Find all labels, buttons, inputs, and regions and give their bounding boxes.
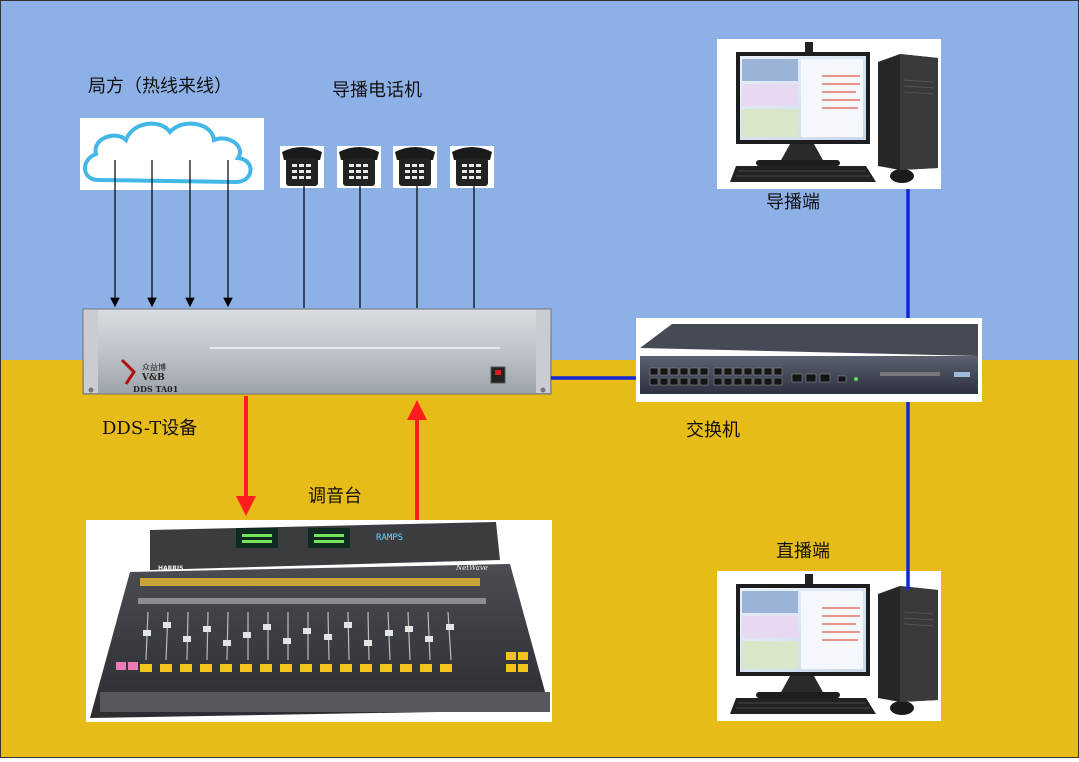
central-office-label: 局方（热线来线） bbox=[88, 76, 232, 97]
trunk-lines bbox=[110, 160, 233, 308]
live-terminal-label: 直播端 bbox=[776, 541, 830, 562]
mixer-channel-strips bbox=[100, 578, 550, 712]
dds-brand-cn: 众益博 bbox=[142, 362, 166, 372]
dds-device: 众益博 V&B DDS TA01 bbox=[82, 308, 552, 395]
network-switch bbox=[636, 318, 982, 402]
dds-device-label: DDS-T设备 bbox=[102, 418, 198, 439]
dds-brand: V&B bbox=[141, 373, 165, 383]
phone-icon bbox=[450, 146, 494, 188]
mouse-icon bbox=[890, 701, 914, 715]
director-terminal-label: 导播端 bbox=[766, 192, 820, 213]
keyboard-icon bbox=[730, 166, 876, 182]
switch-ports bbox=[649, 367, 847, 386]
dds-model: DDS TA01 bbox=[133, 384, 178, 394]
cloud-icon bbox=[80, 118, 264, 190]
switch-label: 交换机 bbox=[686, 420, 740, 441]
phone-icon bbox=[337, 146, 381, 188]
phone-lines bbox=[303, 186, 475, 308]
phone-icon bbox=[280, 146, 324, 188]
keyboard-icon bbox=[730, 698, 876, 714]
phone-icon bbox=[393, 146, 437, 188]
network-links bbox=[551, 189, 910, 590]
phones-group bbox=[280, 146, 494, 188]
live-computer bbox=[717, 571, 941, 721]
mixer-logo: NetWave bbox=[455, 564, 488, 572]
audio-links bbox=[236, 396, 427, 520]
mixing-console: RAMPS HARRIS NetWave bbox=[86, 520, 552, 722]
director-computer bbox=[717, 39, 941, 189]
mixer-display: RAMPS bbox=[376, 533, 403, 543]
mixer-label: 调音台 bbox=[308, 486, 362, 507]
mouse-icon bbox=[890, 169, 914, 183]
director-phones-label: 导播电话机 bbox=[332, 80, 422, 101]
mixer-brand: HARRIS bbox=[158, 565, 183, 572]
